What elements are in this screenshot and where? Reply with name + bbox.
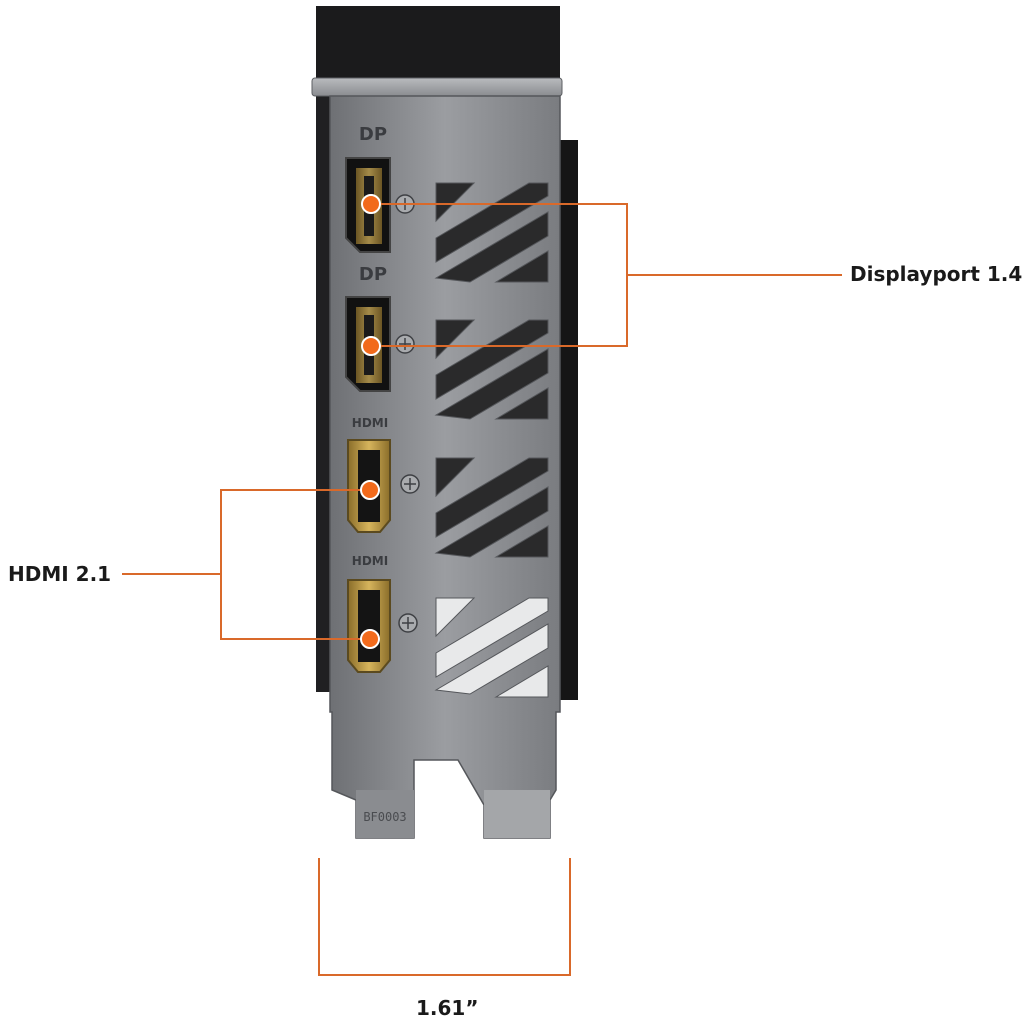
hdmi-connector-2 xyxy=(347,579,391,673)
vent-grille xyxy=(434,182,549,558)
callout-dots xyxy=(360,194,381,649)
port-label-dp-1: DP xyxy=(359,124,387,145)
width-dimension-line xyxy=(318,858,571,976)
port-label-hdmi-2: HDMI xyxy=(352,554,388,568)
port-label-dp-2: DP xyxy=(359,264,387,285)
hdmi-callout xyxy=(122,489,370,640)
callout-dot-dp-1 xyxy=(361,194,381,214)
callout-dot-dp-2 xyxy=(361,336,381,356)
screw-icons xyxy=(395,194,420,633)
hdmi-callout-label: HDMI 2.1 xyxy=(8,562,112,586)
screw-icon xyxy=(400,474,420,494)
port-labels: DP DP HDMI HDMI xyxy=(352,124,388,568)
displayport-callout-label: Displayport 1.4 xyxy=(850,262,1023,286)
bracket-width-label: 1.61” xyxy=(416,996,479,1020)
callout-dot-hdmi-1 xyxy=(360,480,380,500)
bracket-engraving: BF0003 xyxy=(363,810,406,824)
screw-icon xyxy=(398,613,418,633)
callout-dot-hdmi-2 xyxy=(360,629,380,649)
vent-grille-lower xyxy=(434,597,549,698)
screw-icon xyxy=(395,334,415,354)
port-label-hdmi-1: HDMI xyxy=(352,416,388,430)
displayport-callout xyxy=(371,203,842,347)
